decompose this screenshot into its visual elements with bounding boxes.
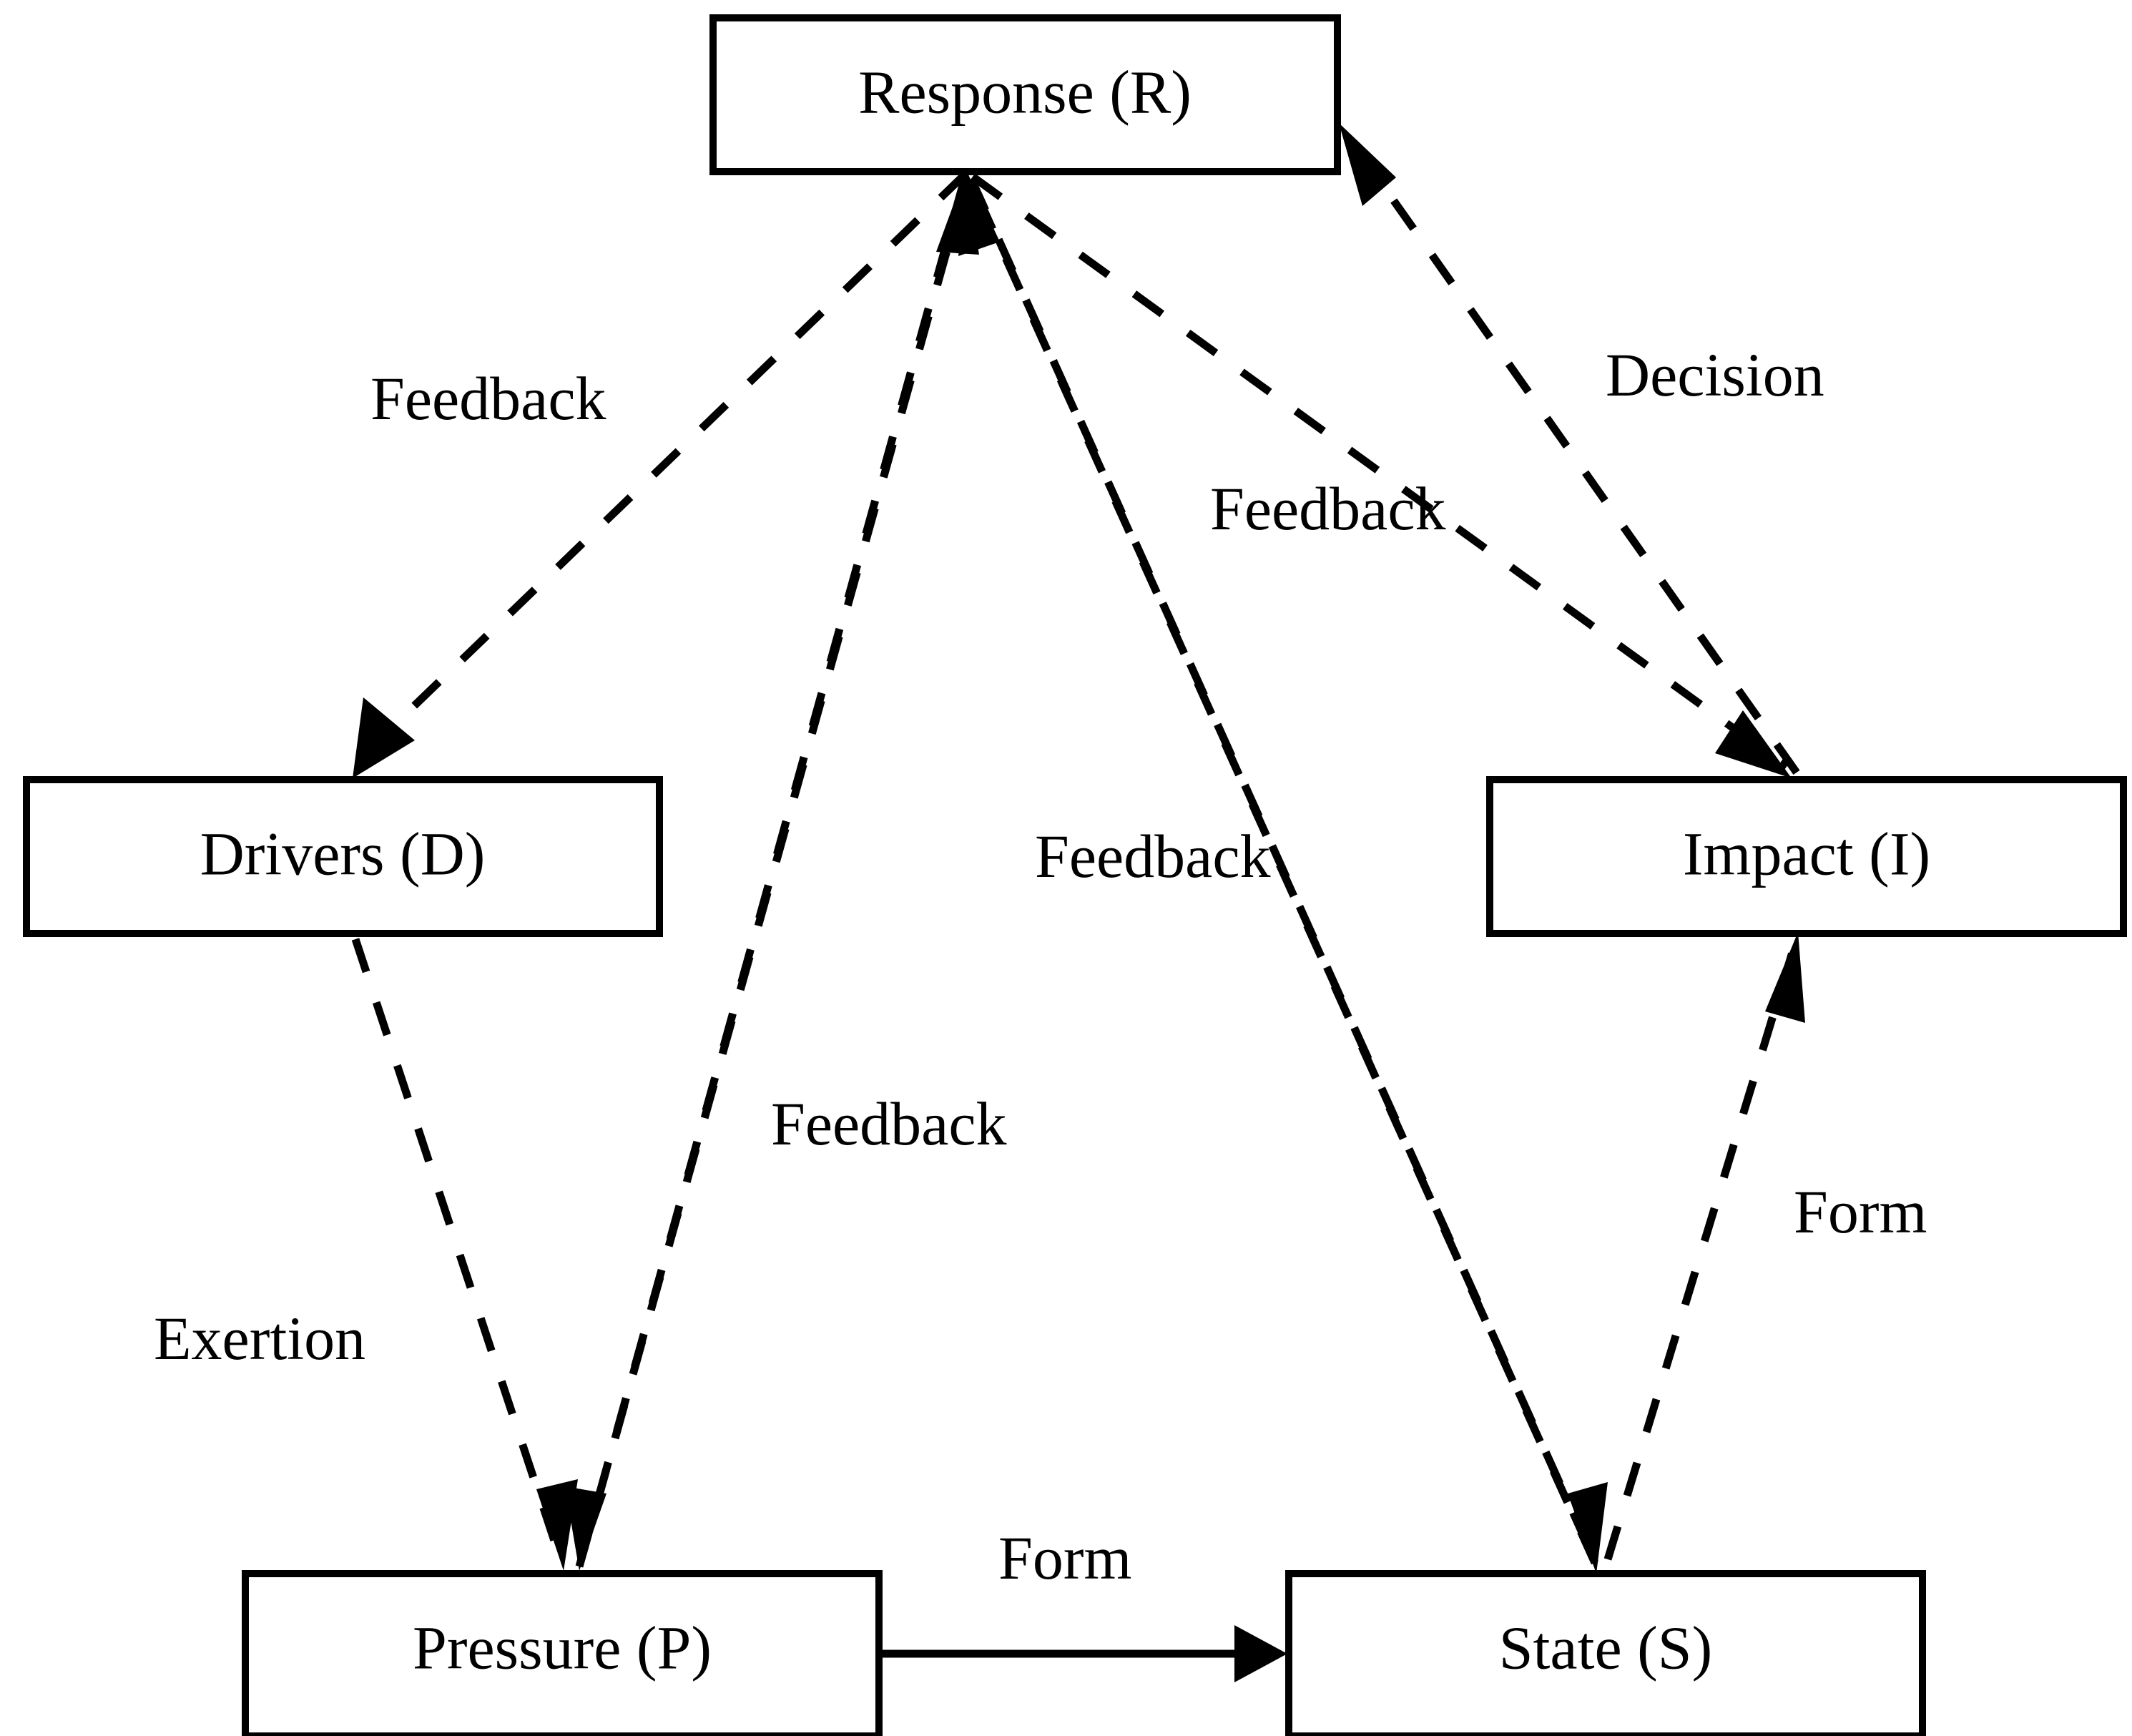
arrow-head-pressure-from-drivers bbox=[536, 1479, 578, 1571]
node-label-response: Response (R) bbox=[858, 58, 1192, 127]
edge-label-feedback-impact: Feedback bbox=[1210, 474, 1446, 543]
node-response[interactable]: Response (R) bbox=[709, 14, 1341, 175]
node-label-state: State (S) bbox=[1499, 1614, 1713, 1682]
edge-feedback-to-pressure bbox=[565, 179, 968, 1571]
edge-label-feedback-state: Feedback bbox=[1035, 822, 1271, 891]
node-label-pressure: Pressure (P) bbox=[413, 1614, 712, 1682]
arrow-head-response-from-state bbox=[958, 172, 1000, 256]
edge-label-feedback-drivers: Feedback bbox=[370, 364, 606, 433]
node-drivers[interactable]: Drivers (D) bbox=[23, 776, 663, 937]
arrow-head-impact-from-state bbox=[1765, 932, 1805, 1023]
arrow-head-response-from-impact bbox=[1339, 123, 1396, 206]
edge-state-to-impact bbox=[1603, 932, 1805, 1561]
node-box-impact[interactable] bbox=[1486, 776, 2127, 937]
node-state[interactable]: State (S) bbox=[1285, 1570, 1926, 1736]
edge-label-form-impact: Form bbox=[1794, 1177, 1927, 1246]
edge-pressure-to-state bbox=[881, 1625, 1287, 1682]
edge-label-feedback-pressure: Feedback bbox=[771, 1089, 1007, 1158]
edge-response-to-drivers bbox=[353, 171, 968, 778]
node-pressure[interactable]: Pressure (P) bbox=[242, 1570, 883, 1736]
edge-line-response-drivers bbox=[353, 171, 968, 765]
node-box-drivers[interactable] bbox=[23, 776, 663, 937]
node-label-impact: Impact (I) bbox=[1683, 820, 1930, 888]
edge-line-response-state bbox=[967, 177, 1598, 1560]
edge-line-impact-response bbox=[1345, 133, 1800, 775]
arrow-head-drivers bbox=[353, 697, 415, 778]
node-label-drivers: Drivers (D) bbox=[200, 820, 486, 888]
edge-response-to-impact bbox=[970, 173, 1792, 778]
edge-impact-to-response bbox=[1339, 123, 1800, 775]
node-box-response[interactable] bbox=[709, 14, 1341, 175]
edge-label-form-state: Form bbox=[998, 1524, 1131, 1592]
arrow-head-state-from-response bbox=[1568, 1482, 1608, 1574]
node-box-state[interactable] bbox=[1285, 1570, 1926, 1736]
edge-line-state-impact bbox=[1603, 946, 1798, 1561]
node-box-pressure[interactable] bbox=[242, 1570, 883, 1736]
node-impact[interactable]: Impact (I) bbox=[1486, 776, 2127, 937]
edge-line-response-impact bbox=[970, 173, 1789, 770]
arrow-head-pressure-from-response bbox=[565, 1486, 606, 1571]
edge-line-pressure-response bbox=[575, 177, 971, 1568]
edge-line-drivers-pressure bbox=[351, 938, 564, 1557]
edge-label-decision: Decision bbox=[1606, 340, 1824, 409]
arrow-head-state-from-pressure bbox=[1234, 1625, 1287, 1682]
arrow-head-impact-from-response bbox=[1715, 710, 1792, 778]
edge-feedback-to-state bbox=[967, 177, 1608, 1574]
edge-drivers-to-pressure bbox=[351, 938, 578, 1571]
edge-label-exertion: Exertion bbox=[154, 1304, 365, 1373]
